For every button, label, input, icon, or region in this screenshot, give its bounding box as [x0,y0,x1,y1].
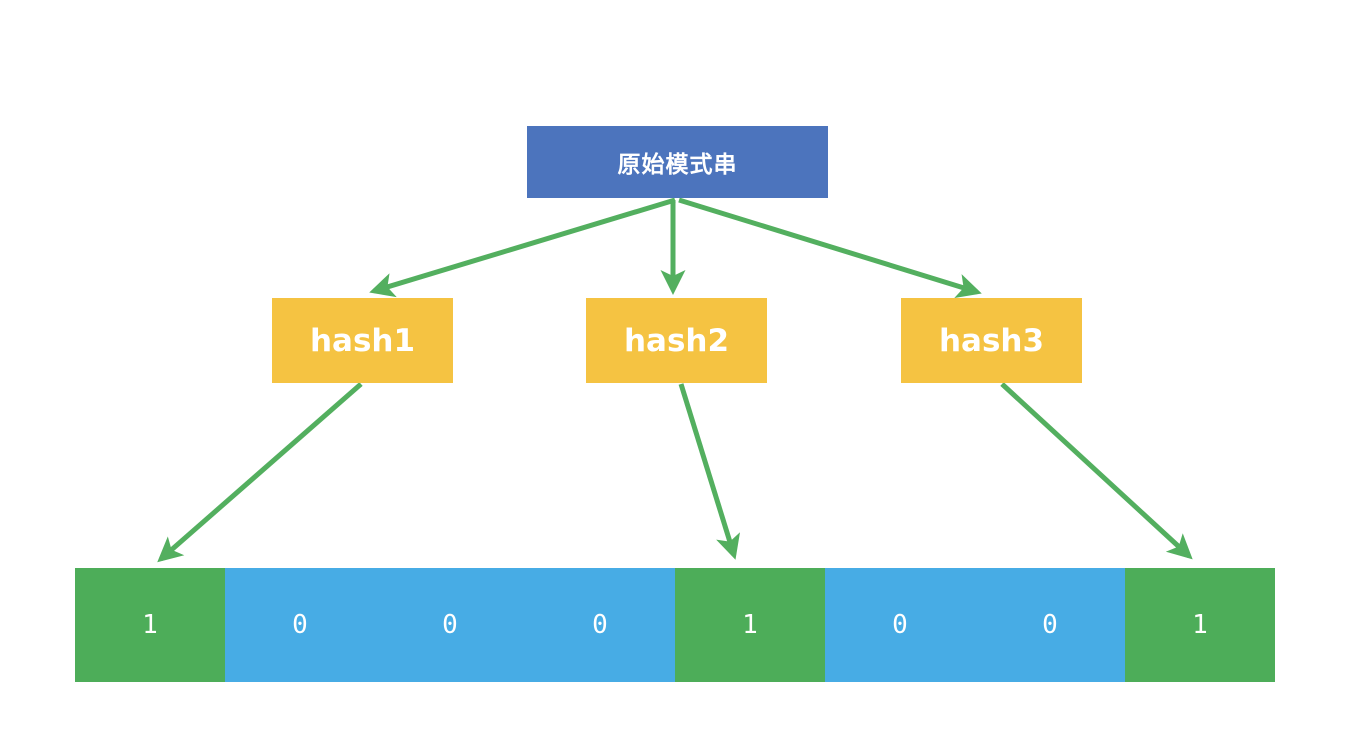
hash2-label: hash2 [623,322,730,359]
root-node-label: 原始模式串 [617,152,738,178]
hash1-node: hash1 [272,298,453,383]
hash3-label: hash3 [938,322,1045,359]
hash3-node: hash3 [901,298,1082,383]
bit-cell-8: 1 [1125,568,1275,682]
hash1-label: hash1 [309,322,416,359]
arrow-root-to-hash1 [369,197,676,298]
arrow-hash2-to-cell5 [678,383,741,560]
arrow-root-to-hash3 [678,197,982,299]
bit-cell-3: 0 [375,568,525,682]
bit-cell-2: 0 [225,568,375,682]
bit-cell-5: 1 [675,568,825,682]
hash2-node: hash2 [586,298,767,383]
arrow-hash3-to-cell8 [1000,382,1193,560]
root-node-original-pattern: 原始模式串 [527,126,828,198]
bit-cell-7: 0 [975,568,1125,682]
bit-cell-1: 1 [75,568,225,682]
bit-cell-6: 0 [825,568,975,682]
arrow-hash1-to-cell1 [157,382,363,563]
bit-cell-4: 0 [525,568,675,682]
bit-array: 1 0 0 0 1 0 0 1 [75,568,1275,682]
